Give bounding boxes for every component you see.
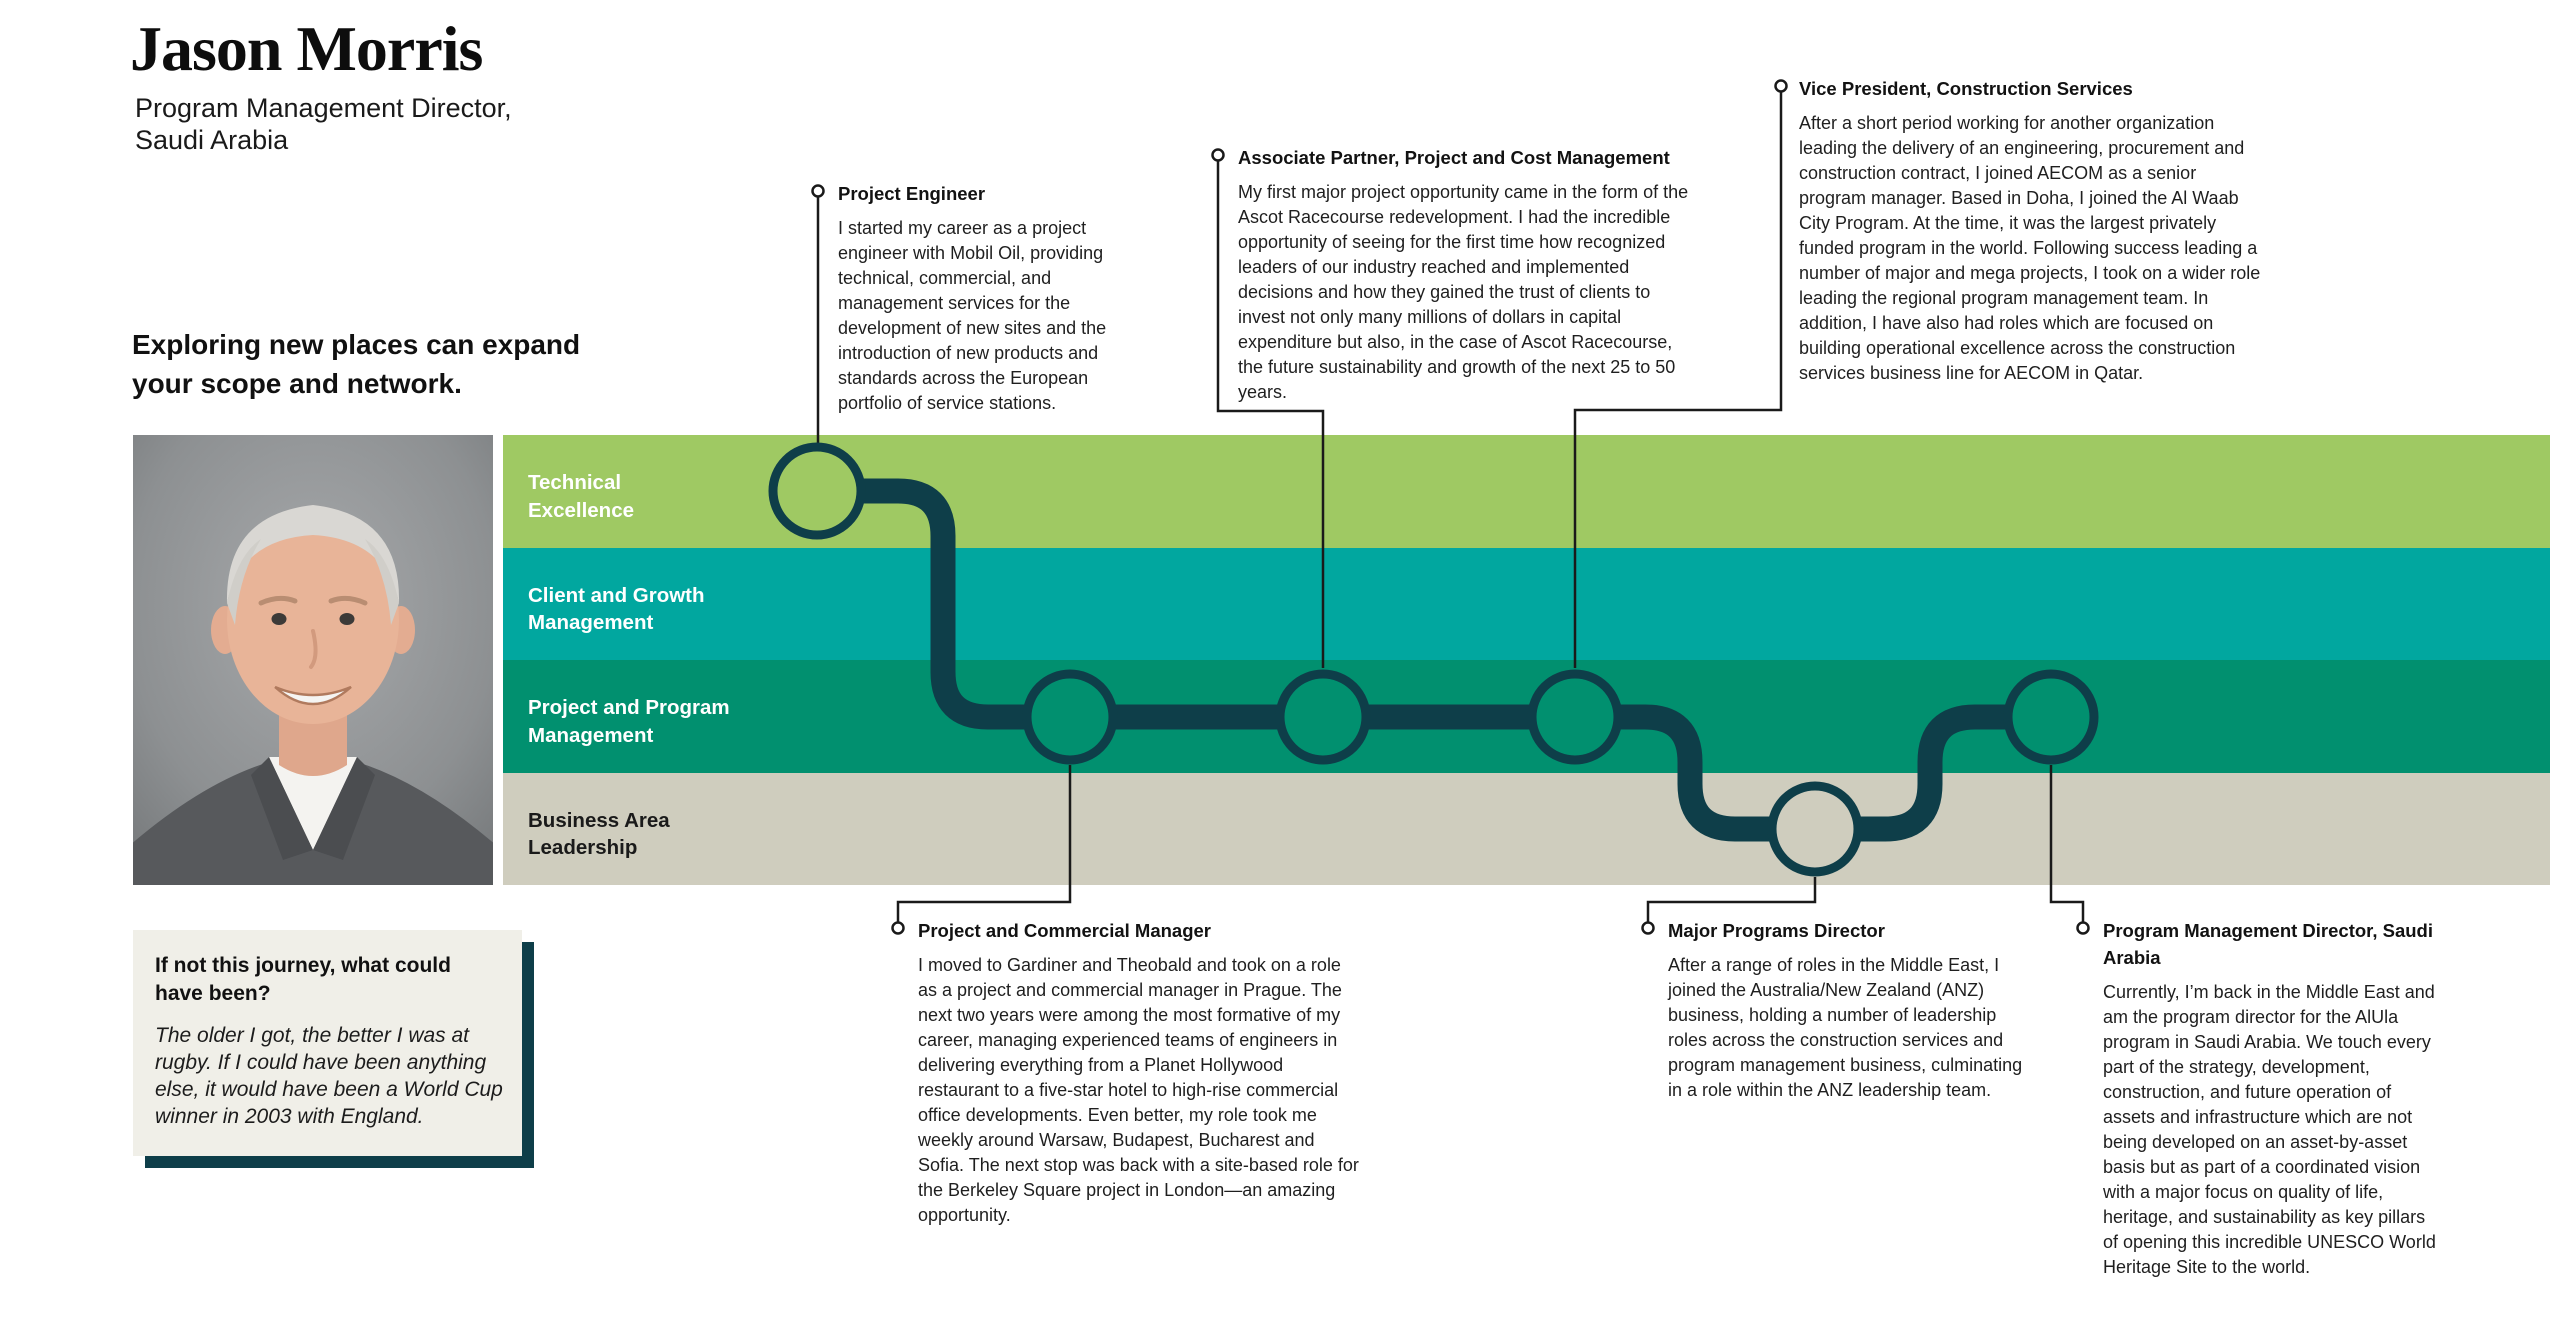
timeline-node-project-commercial-manager bbox=[1022, 669, 1118, 765]
aside-title: If not this journey, what could have bee… bbox=[155, 954, 451, 1005]
milestone-major-programs-director: Major Programs Director After a range of… bbox=[1668, 917, 2030, 1103]
milestone-associate-partner: Associate Partner, Project and Cost Mana… bbox=[1238, 144, 1690, 405]
milestone-project-engineer: Project Engineer I started my career as … bbox=[838, 180, 1138, 416]
journey-path-segment-1 bbox=[861, 478, 1026, 730]
marker-dot-project-commercial-manager bbox=[891, 921, 905, 935]
journey-path-segment-5 bbox=[1859, 704, 2007, 842]
marker-dot-program-management-director bbox=[2076, 921, 2090, 935]
milestone-body: Currently, I’m back in the Middle East a… bbox=[2103, 982, 2436, 1277]
band-label-project-and-program-management: Project and Program Management bbox=[528, 696, 730, 747]
milestone-body: I moved to Gardiner and Theobald and too… bbox=[918, 955, 1359, 1225]
portrait-photo bbox=[133, 435, 493, 885]
milestone-body: My first major project opportunity came … bbox=[1238, 182, 1689, 402]
timeline-node-major-programs-director bbox=[1767, 781, 1863, 877]
milestone-body: After a range of roles in the Middle Eas… bbox=[1668, 955, 2023, 1100]
milestone-title: Major Programs Director bbox=[1668, 920, 1885, 941]
connector-associate-partner bbox=[1216, 161, 1325, 668]
milestone-title: Project and Commercial Manager bbox=[918, 920, 1212, 941]
marker-dot-vice-president bbox=[1774, 79, 1788, 93]
band-label-technical-excellence: Technical Excellence bbox=[528, 471, 634, 522]
milestone-vice-president: Vice President, Construction Services Af… bbox=[1799, 75, 2261, 386]
page-title-person-name: Jason Morris bbox=[130, 13, 483, 84]
timeline-node-project-engineer bbox=[768, 442, 866, 540]
journey-path-segment-4 bbox=[1619, 704, 1771, 842]
milestone-title: Project Engineer bbox=[838, 183, 986, 204]
milestone-title: Program Management Director, Saudi Arabi… bbox=[2103, 920, 2434, 968]
portrait-illustration bbox=[133, 435, 493, 885]
connector-project-commercial-manager bbox=[896, 765, 1072, 922]
milestone-body: After a short period working for another… bbox=[1799, 113, 2261, 383]
band-label-client-and-growth-management: Client and Growth Management bbox=[528, 583, 705, 635]
career-bands: Technical Excellence Client and Growth M… bbox=[503, 435, 2550, 885]
timeline-node-program-management-director bbox=[2003, 669, 2099, 765]
timeline-node-vice-president bbox=[1527, 669, 1623, 765]
pull-quote: Exploring new places can expand your sco… bbox=[132, 329, 581, 399]
band-label-business-area-leadership: Business Area Leadership bbox=[528, 808, 670, 860]
marker-dot-associate-partner bbox=[1211, 148, 1225, 162]
aside-what-could-have-been: If not this journey, what could have bee… bbox=[133, 930, 522, 1156]
milestone-title: Vice President, Construction Services bbox=[1799, 78, 2133, 99]
connector-major-programs-director bbox=[1646, 877, 1817, 922]
connector-vice-president bbox=[1573, 92, 1783, 668]
person-role-subtitle: Program Management Director, Saudi Arabi… bbox=[135, 93, 512, 155]
timeline-node-associate-partner bbox=[1275, 669, 1371, 765]
milestone-title: Associate Partner, Project and Cost Mana… bbox=[1238, 147, 1670, 168]
band-client-and-growth-management: Client and Growth Management bbox=[503, 547, 2550, 660]
marker-dot-major-programs-director bbox=[1641, 921, 1655, 935]
marker-dot-project-engineer bbox=[811, 184, 825, 198]
connector-program-management-director bbox=[2049, 765, 2085, 922]
aside-body: The older I got, the better I was at rug… bbox=[155, 1024, 503, 1128]
milestone-project-commercial-manager: Project and Commercial Manager I moved t… bbox=[918, 917, 1360, 1228]
milestone-program-management-director: Program Management Director, Saudi Arabi… bbox=[2103, 917, 2445, 1280]
milestone-body: I started my career as a project enginee… bbox=[838, 218, 1107, 413]
band-business-area-leadership: Business Area Leadership bbox=[503, 772, 2550, 885]
